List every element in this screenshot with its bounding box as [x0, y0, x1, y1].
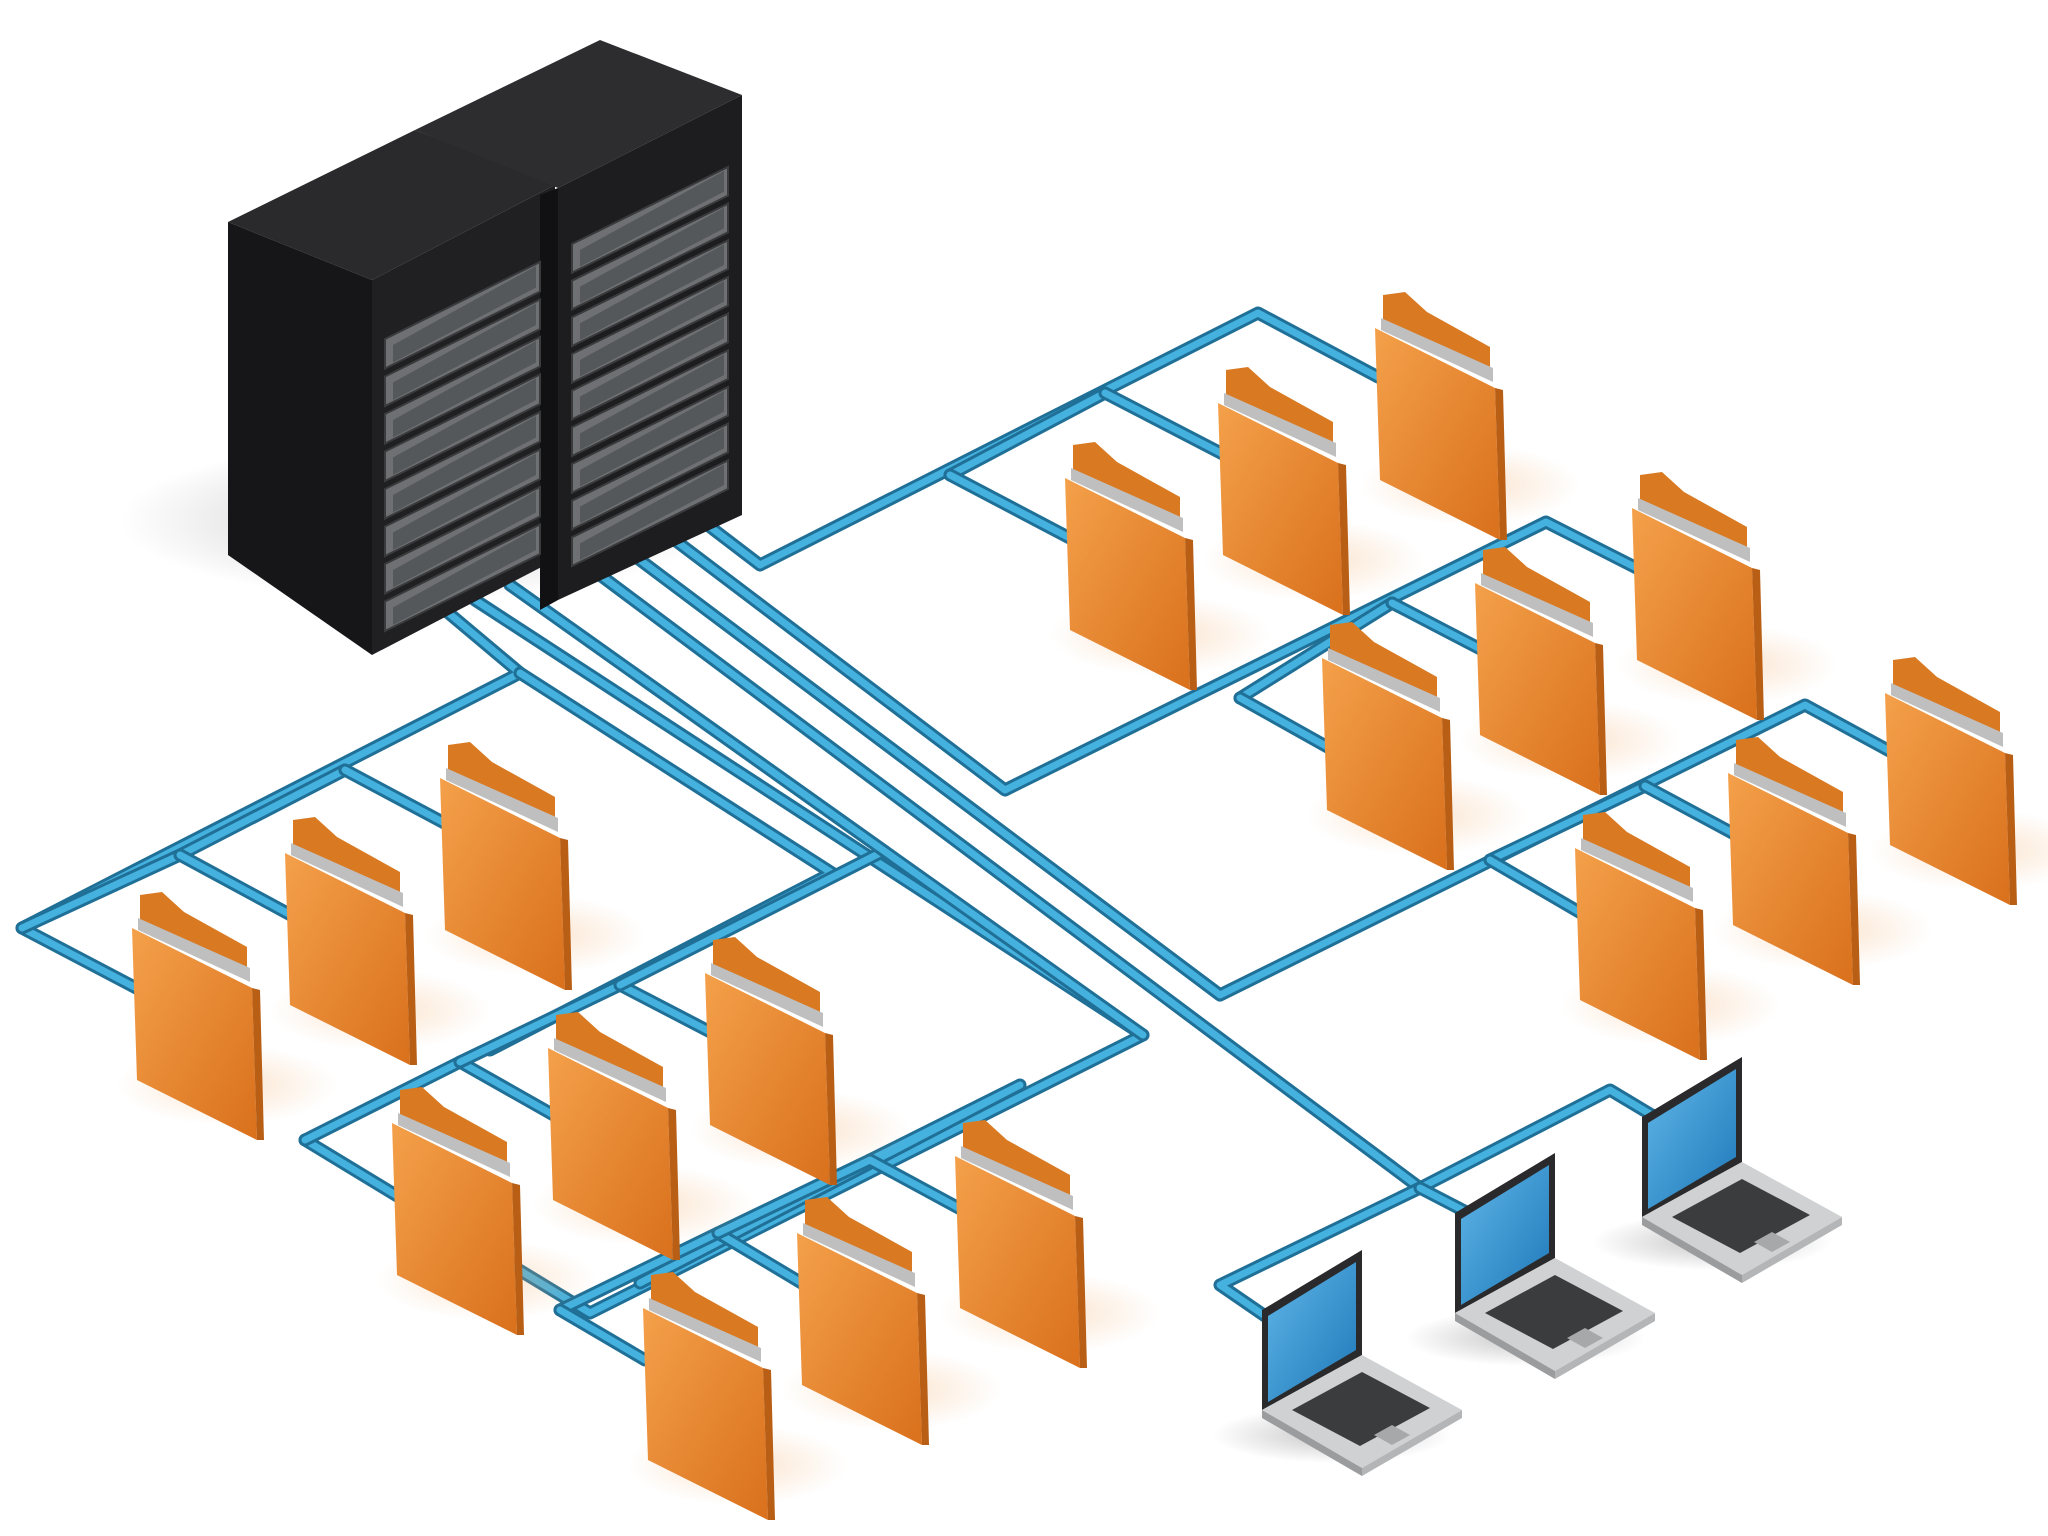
folder-icon — [533, 1012, 753, 1260]
folder-icon — [1713, 737, 1933, 985]
folder-icon — [1460, 547, 1680, 795]
folder-icon — [1870, 657, 2048, 905]
folder-icon — [1307, 622, 1527, 870]
folder-icon — [690, 937, 910, 1185]
folder-icon — [1360, 292, 1580, 540]
folder-icon — [1560, 812, 1780, 1060]
folder-icon — [377, 1087, 597, 1335]
folder-icon — [425, 742, 645, 990]
folder-icon — [940, 1120, 1160, 1368]
server-rack-icon — [120, 40, 742, 655]
folder-icon — [1050, 442, 1270, 690]
folder-icon — [1203, 367, 1423, 615]
folder-groups — [117, 292, 2048, 1520]
folder-icon — [270, 817, 490, 1065]
laptop-icon — [1405, 1153, 1655, 1379]
laptop-icon — [1592, 1057, 1842, 1283]
laptop-icon — [1212, 1250, 1462, 1476]
folder-icon — [1617, 472, 1837, 720]
folder-icon — [117, 892, 337, 1140]
folder-icon — [782, 1197, 1002, 1445]
laptop-group — [1212, 1057, 1842, 1476]
folder-icon — [628, 1272, 848, 1520]
